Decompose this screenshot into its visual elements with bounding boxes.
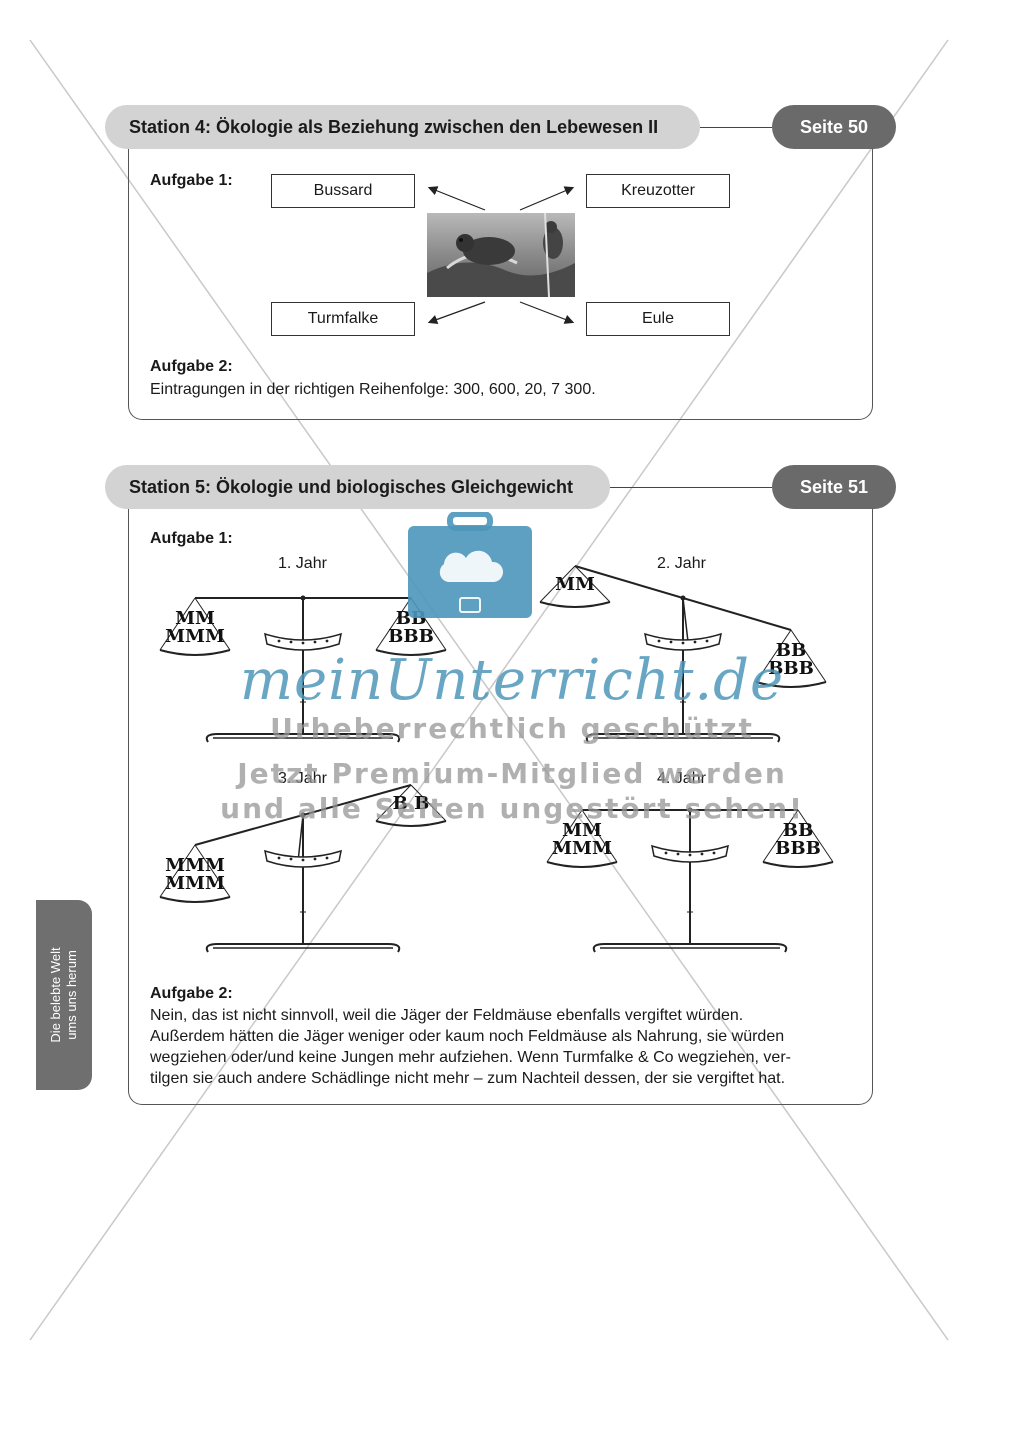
watermark-logo: meinUnterricht.de	[239, 648, 785, 713]
station4-task2-text: Eintragungen in der richtigen Reihenfolg…	[150, 381, 596, 398]
right-pan-text-2-2: BBB	[768, 658, 814, 679]
station5-task1-label: Aufgabe 1:	[150, 530, 233, 547]
left-pan-text-3-2: MMM	[165, 873, 225, 894]
station4-task2-label: Aufgabe 2:	[150, 358, 233, 375]
scale-year-label-2: 2. Jahr	[657, 555, 706, 572]
right-pan-text-3-1: B B	[393, 793, 430, 814]
station5-task2-line-4: tilgen sie auch andere Schädlinge nicht …	[150, 1070, 786, 1087]
animal-box-turmfalke: Turmfalke	[271, 302, 415, 336]
left-pan-text-1-1: MM	[175, 608, 215, 629]
side-tab-line-1: Die belebte Welt	[48, 947, 63, 1043]
station4-connector	[700, 127, 772, 128]
station5-connector	[610, 487, 772, 488]
right-pan-text-2-1: BB	[776, 640, 806, 661]
animal-box-eule: Eule	[586, 302, 730, 336]
station4-page-pill: Seite 50	[772, 105, 896, 149]
scale-year-label-4: 4. Jahr	[657, 770, 706, 787]
left-pan-text-4-1: MM	[562, 820, 602, 841]
watermark-line-2: Jetzt Premium-Mitglied werden	[237, 757, 787, 790]
briefcase-cloud-icon	[408, 512, 532, 618]
left-pan-text-4-2: MMM	[552, 838, 612, 859]
station5-task2-line-2: Außerdem hätten die Jäger weniger oder k…	[150, 1028, 785, 1045]
side-chapter-tab: Die belebte Welt ums uns herum	[36, 900, 92, 1090]
station5-task2-line-3: wegziehen oder/und keine Jungen mehr auf…	[150, 1049, 791, 1066]
harvest-mouse-photo	[427, 213, 575, 297]
station4-task1-label: Aufgabe 1:	[150, 172, 233, 189]
scale-year-label-1: 1. Jahr	[278, 555, 327, 572]
left-pan-text-3-1: MMM	[165, 855, 225, 876]
station5-page-pill: Seite 51	[772, 465, 896, 509]
food-web-arrows	[427, 186, 575, 325]
right-pan-text-4-2: BBB	[775, 838, 821, 859]
station5-title: Station 5: Ökologie und biologisches Gle…	[105, 465, 610, 509]
left-pan-text-1-2: MMM	[165, 626, 225, 647]
left-pan-text-2-1: MM	[555, 574, 595, 595]
animal-box-kreuzotter: Kreuzotter	[586, 174, 730, 208]
right-pan-text-1-2: BBB	[388, 626, 434, 647]
station4-box	[128, 128, 873, 420]
station5-task2-label: Aufgabe 2:	[150, 985, 233, 1002]
right-pan-text-4-1: BB	[783, 820, 813, 841]
station4-title: Station 4: Ökologie als Beziehung zwisch…	[105, 105, 700, 149]
scale-year-label-3: 3. Jahr	[278, 770, 327, 787]
side-tab-line-2: ums uns herum	[64, 950, 79, 1040]
watermark-line-1: Urheberrechtlich geschützt	[270, 712, 754, 745]
animal-box-bussard: Bussard	[271, 174, 415, 208]
watermark-line-3: und alle Seiten ungestört sehen!	[220, 792, 804, 825]
station5-task2-line-1: Nein, das ist nicht sinnvoll, weil die J…	[150, 1007, 744, 1024]
side-tab-text: Die belebte Welt ums uns herum	[48, 905, 80, 1085]
station5-box	[128, 488, 873, 1105]
